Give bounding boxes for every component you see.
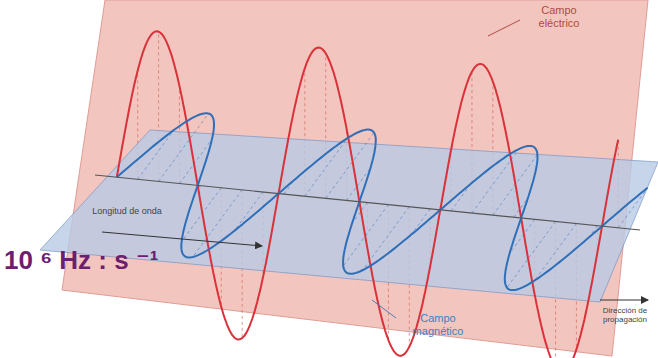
field-vector [305,138,348,196]
leader-line [488,20,520,36]
magnetic-plane [40,130,658,302]
magnetic-wave [117,113,648,290]
leader-line [372,300,396,318]
field-label: Campo magnético [398,312,478,337]
direction-arrow [600,300,648,301]
electric-wave [117,31,618,358]
dimension-label: Longitud de onda [92,206,162,216]
direction-label: Dirección de propagación [596,306,654,324]
field-vector [534,224,576,281]
field-label: Campo eléctrico [524,4,594,29]
field-vector [472,149,519,213]
propagation-axis [95,175,640,230]
frequency-label: 10 ⁶ Hz : s ⁻¹ [4,246,244,276]
wavelength-arrow [102,232,262,246]
